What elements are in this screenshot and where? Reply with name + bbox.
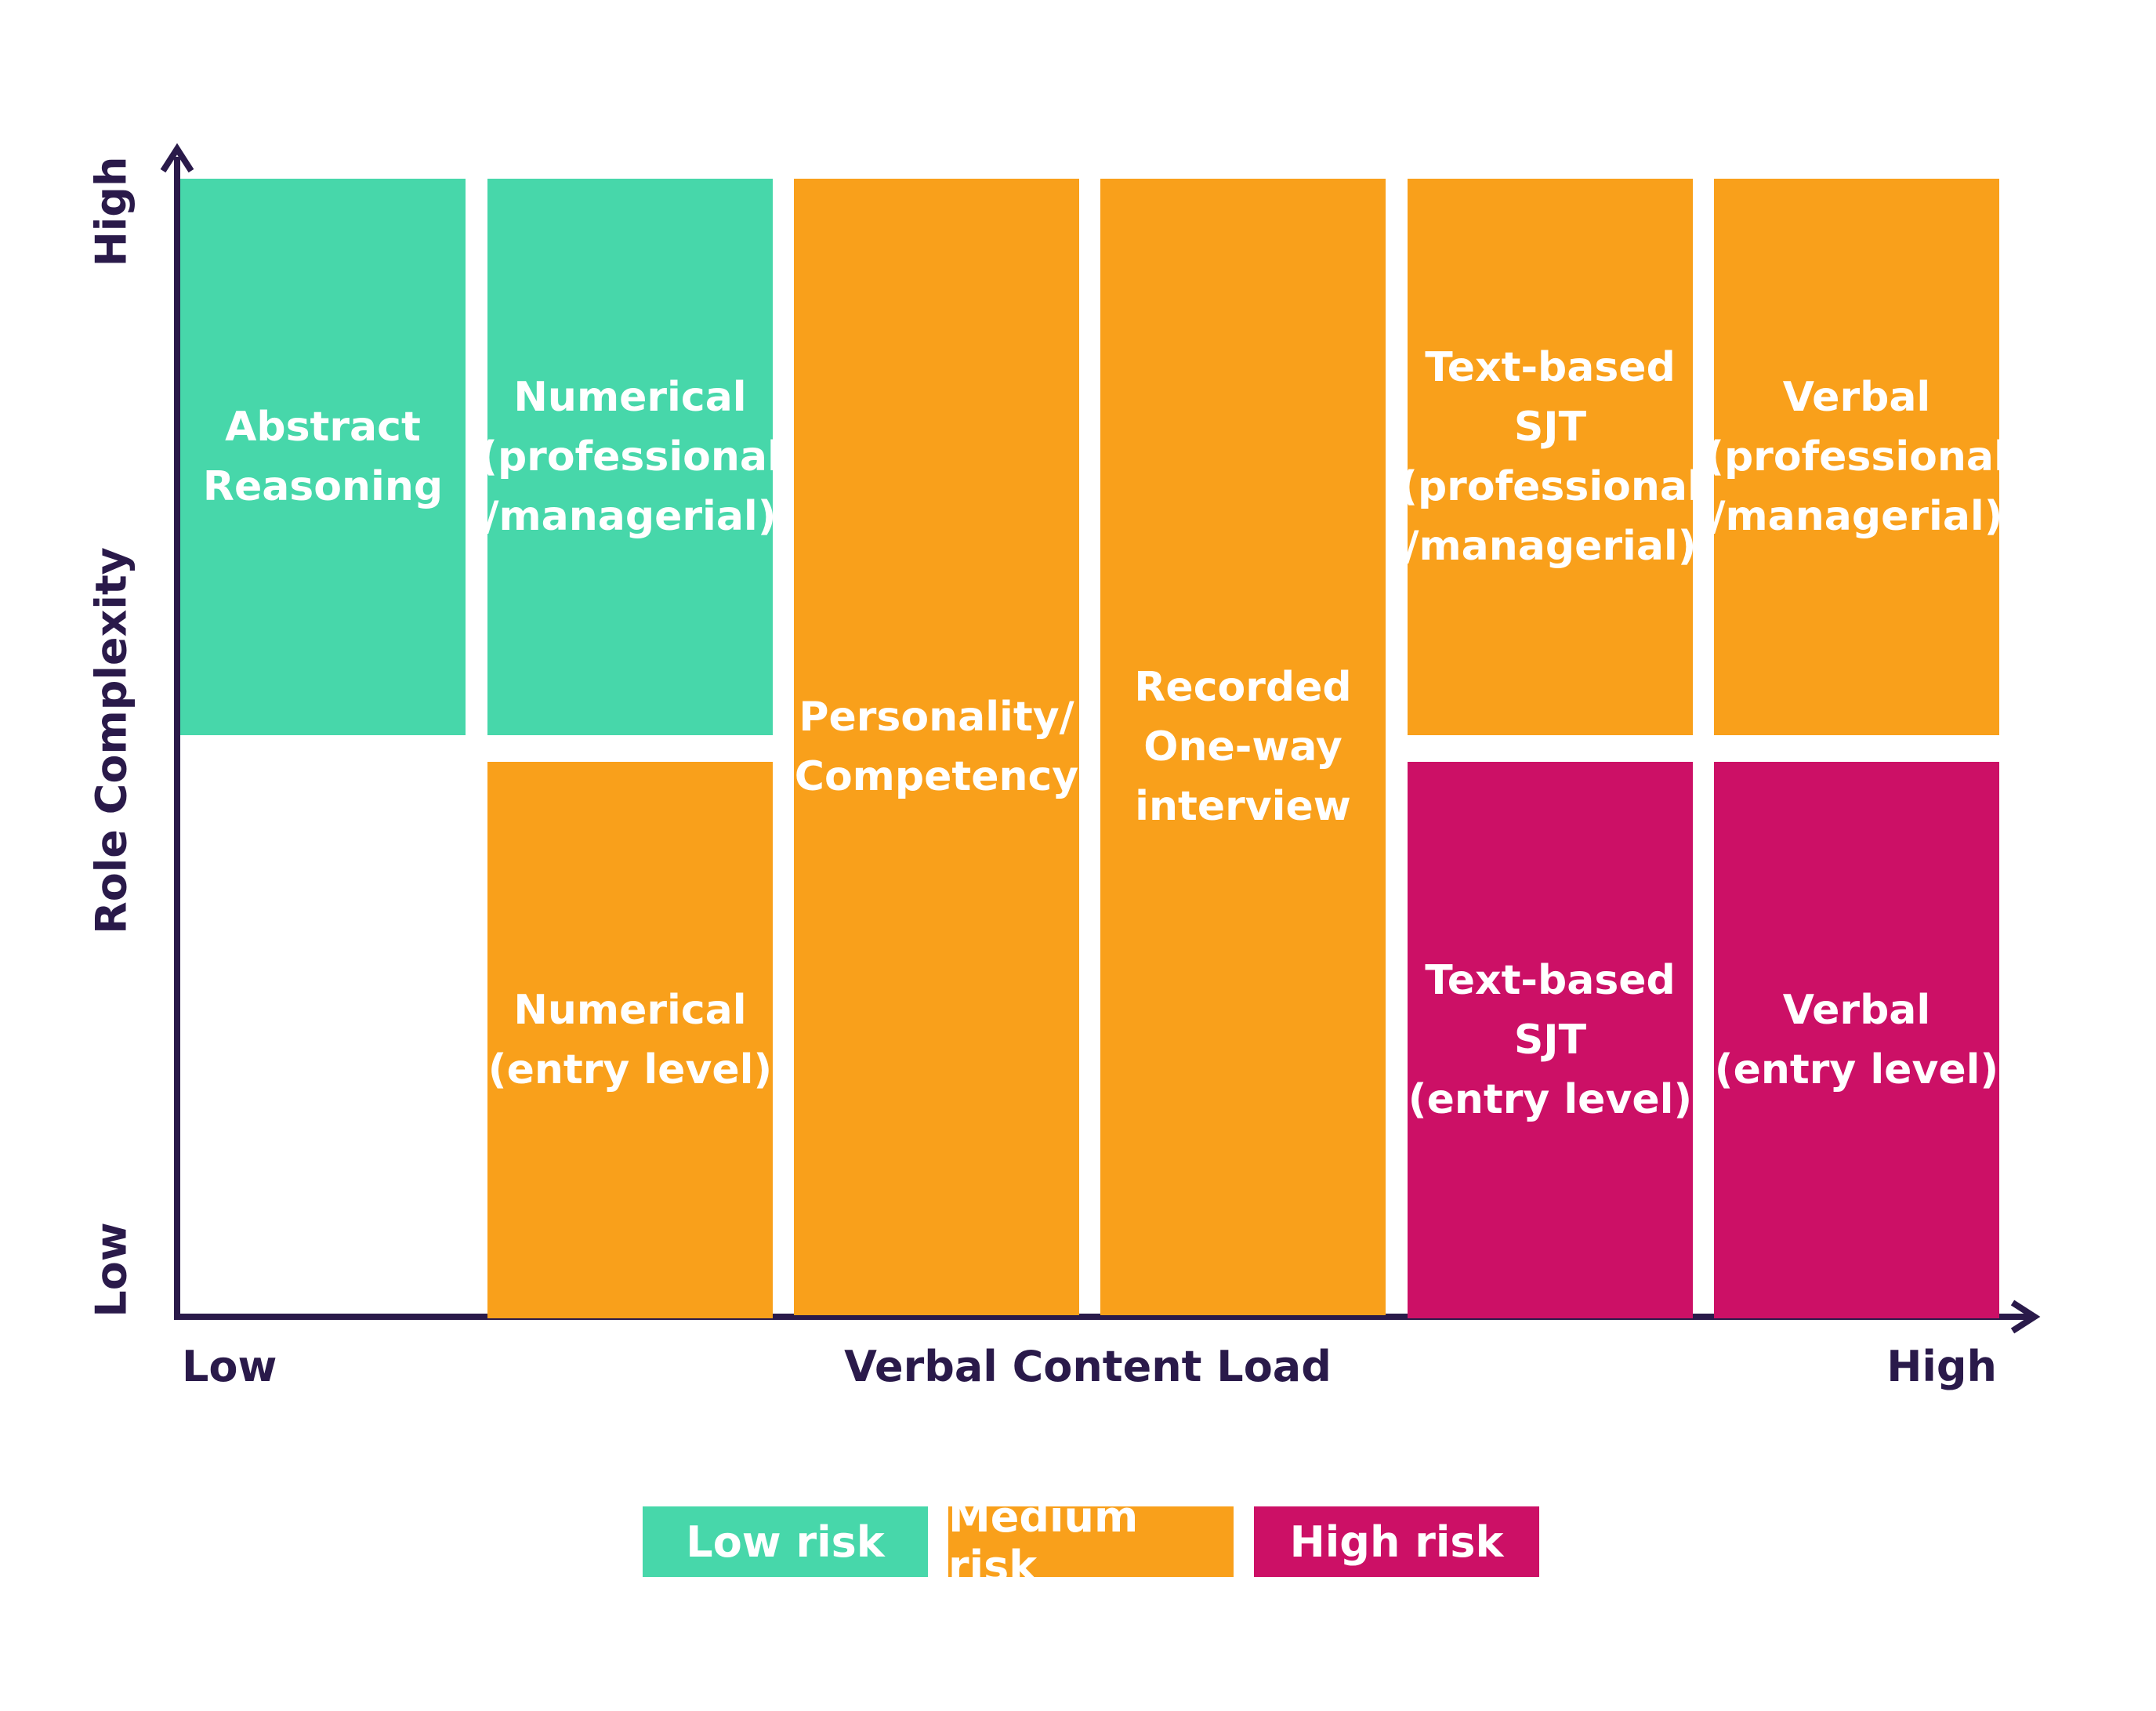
block-verbal-entry: Verbal (entry level) [1714, 762, 1999, 1318]
block-label: Personality/ Competency [794, 694, 1079, 800]
block-recorded-interview: Recorded One-way interview [1100, 179, 1386, 1315]
block-label: Verbal (entry level) [1714, 987, 1999, 1093]
y-axis-low-label: Low [86, 1222, 136, 1318]
y-axis-high-label: High [86, 156, 136, 267]
block-label: Recorded One-way interview [1134, 664, 1352, 830]
block-label: Verbal (professional /managerial) [1705, 374, 2008, 540]
x-axis-arrowhead [2010, 1300, 2041, 1334]
block-label: Abstract Reasoning [202, 404, 444, 510]
block-abstract-reasoning: Abstract Reasoning [180, 179, 466, 735]
block-numerical-entry: Numerical (entry level) [487, 762, 773, 1318]
legend-label: Low risk [686, 1517, 885, 1567]
x-axis-high-label: High [1886, 1342, 1997, 1391]
legend-label: High risk [1289, 1517, 1504, 1567]
legend-item-medium-risk: Medium risk [948, 1492, 1234, 1591]
block-label: Text-based SJT (entry level) [1408, 957, 1693, 1123]
block-personality-competency: Personality/ Competency [794, 179, 1079, 1315]
block-sjt-entry: Text-based SJT (entry level) [1408, 762, 1693, 1318]
block-label: Numerical (professional /managerial) [479, 374, 781, 540]
block-sjt-professional: Text-based SJT (professional /managerial… [1399, 179, 1701, 735]
legend-label: Medium risk [948, 1492, 1139, 1591]
y-axis-arrowhead [160, 143, 194, 173]
block-numerical-professional: Numerical (professional /managerial) [479, 179, 781, 735]
block-verbal-professional: Verbal (professional /managerial) [1705, 179, 2008, 735]
y-axis-title: Role Complexity [86, 547, 136, 934]
legend-item-high-risk: High risk [1254, 1506, 1539, 1577]
legend-item-low-risk: Low risk [643, 1506, 928, 1577]
x-axis-low-label: Low [182, 1342, 277, 1391]
x-axis-title: Verbal Content Load [844, 1342, 1332, 1391]
block-label: Numerical (entry level) [487, 987, 773, 1093]
block-label: Text-based SJT (professional /managerial… [1399, 344, 1701, 570]
